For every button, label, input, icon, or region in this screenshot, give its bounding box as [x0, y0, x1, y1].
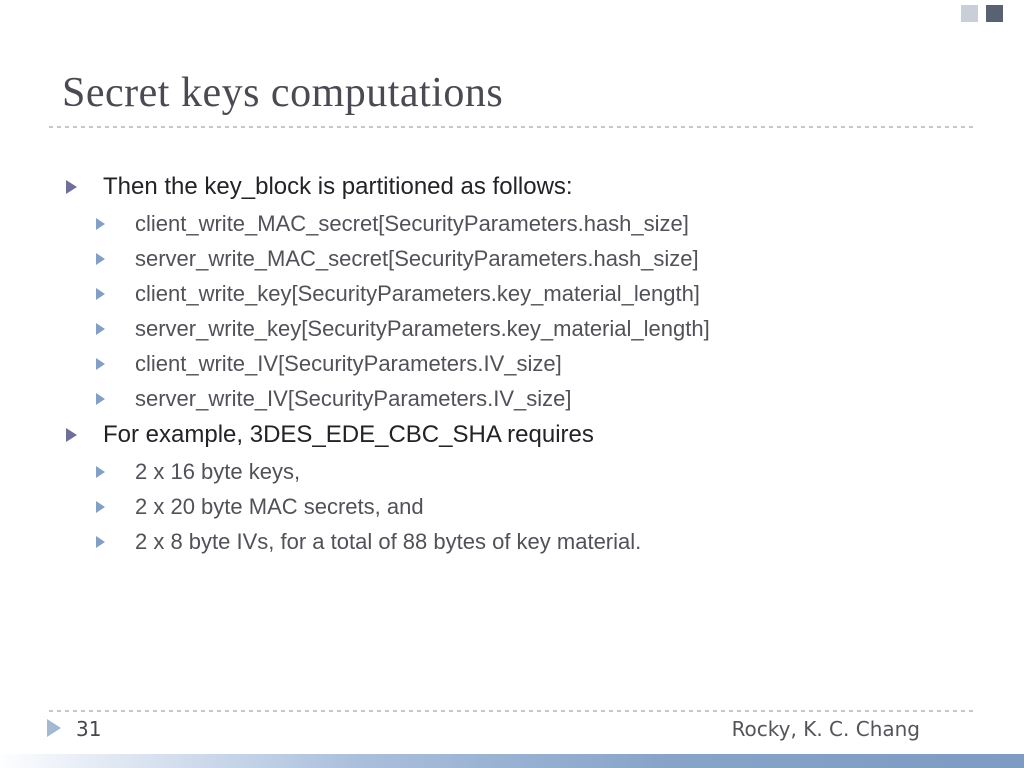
bullet-text: Then the key_block is partitioned as fol…	[103, 173, 573, 200]
bullet-item-level2: server_write_MAC_secret[SecurityParamete…	[0, 241, 1024, 276]
bullet-triangle-icon	[96, 393, 135, 405]
bullet-list: Then the key_block is partitioned as fol…	[0, 168, 1024, 559]
footer-divider	[49, 710, 975, 712]
title-divider	[49, 126, 975, 128]
bullet-text: client_write_MAC_secret[SecurityParamete…	[135, 210, 689, 236]
footer: 31 Rocky, K. C. Chang	[0, 714, 1024, 748]
bottom-accent-bar	[0, 754, 1024, 768]
bullet-triangle-icon	[96, 501, 135, 513]
bullet-item-level1: For example, 3DES_EDE_CBC_SHA requires	[0, 416, 1024, 454]
bullet-item-level2: client_write_IV[SecurityParameters.IV_si…	[0, 346, 1024, 381]
bullet-text: server_write_IV[SecurityParameters.IV_si…	[135, 385, 572, 411]
bullet-item-level2: client_write_key[SecurityParameters.key_…	[0, 276, 1024, 311]
bullet-item-level2: client_write_MAC_secret[SecurityParamete…	[0, 206, 1024, 241]
bullet-item-level2: 2 x 8 byte IVs, for a total of 88 bytes …	[0, 524, 1024, 559]
page-number: 31	[76, 717, 102, 741]
bullet-text: server_write_MAC_secret[SecurityParamete…	[135, 245, 699, 271]
bullet-triangle-icon	[96, 358, 135, 370]
bullet-triangle-icon	[96, 466, 135, 478]
bullet-text: client_write_IV[SecurityParameters.IV_si…	[135, 350, 562, 376]
decoration-square-dark-icon	[986, 5, 1004, 22]
bullet-triangle-icon	[96, 536, 135, 548]
bullet-text: 2 x 20 byte MAC secrets, and	[135, 493, 424, 519]
bullet-triangle-icon	[96, 288, 135, 300]
bullet-text: server_write_key[SecurityParameters.key_…	[135, 315, 710, 341]
bullet-item-level2: 2 x 20 byte MAC secrets, and	[0, 489, 1024, 524]
bullet-triangle-icon	[96, 253, 135, 265]
footer-author: Rocky, K. C. Chang	[731, 717, 920, 741]
bullet-text: client_write_key[SecurityParameters.key_…	[135, 280, 700, 306]
footer-arrow-icon	[47, 719, 61, 737]
bullet-text: 2 x 8 byte IVs, for a total of 88 bytes …	[135, 528, 642, 554]
bullet-text: 2 x 16 byte keys,	[135, 458, 301, 484]
slide-title: Secret keys computations	[62, 70, 504, 116]
bullet-text: For example, 3DES_EDE_CBC_SHA requires	[103, 421, 594, 448]
bullet-item-level1: Then the key_block is partitioned as fol…	[0, 168, 1024, 206]
bullet-item-level2: server_write_key[SecurityParameters.key_…	[0, 311, 1024, 346]
bullet-triangle-icon	[96, 323, 135, 335]
bullet-item-level2: 2 x 16 byte keys,	[0, 454, 1024, 489]
bullet-item-level2: server_write_IV[SecurityParameters.IV_si…	[0, 381, 1024, 416]
bullet-triangle-icon	[96, 218, 135, 230]
decoration-square-light-icon	[961, 5, 978, 22]
theme-decoration	[961, 5, 1007, 23]
bullet-triangle-icon	[66, 180, 103, 194]
bullet-triangle-icon	[66, 428, 103, 442]
